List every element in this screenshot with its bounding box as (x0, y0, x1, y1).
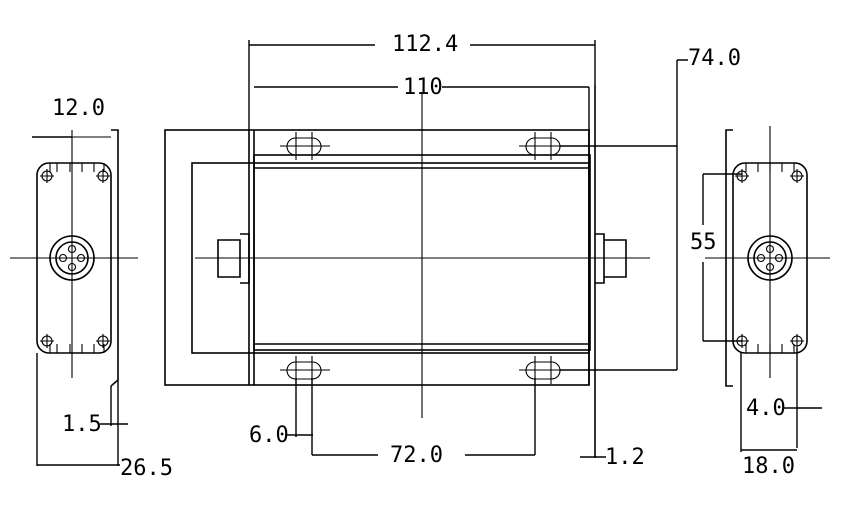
dim-line-72 (312, 378, 536, 456)
dim-label-12: 12.0 (52, 96, 105, 121)
left-centerlines (10, 130, 138, 378)
slot-bottom-left (280, 356, 330, 384)
dim-line-110 (254, 86, 590, 130)
dim-label-112-4: 112.4 (392, 32, 459, 57)
dim-line-26-5 (36, 353, 120, 466)
left-screw-bl (40, 334, 54, 348)
dim-label-72: 72.0 (390, 443, 443, 468)
dim-label-74: 74.0 (688, 46, 741, 71)
right-centerlines (705, 126, 830, 378)
dim-label-6: 6.0 (249, 423, 289, 448)
dim-line-4 (783, 348, 822, 448)
right-side-view (702, 126, 830, 452)
dim-label-1-2: 1.2 (605, 445, 645, 470)
dim-line-1-5 (100, 380, 128, 426)
slot-top-left (280, 132, 330, 160)
dim-line-6 (286, 378, 313, 455)
dim-label-1-5: 1.5 (62, 412, 102, 437)
left-screw-tr (96, 169, 110, 183)
dim-line-55 (702, 173, 742, 342)
dim-label-18: 18.0 (742, 454, 795, 479)
left-screw-tl (40, 169, 54, 183)
dim-label-26-5: 26.5 (120, 456, 173, 481)
dim-label-110: 110 (403, 75, 443, 100)
right-screw-tr (790, 169, 804, 183)
right-screw-tl (735, 169, 749, 183)
dim-label-55: 55 (690, 230, 717, 255)
top-centerlines (195, 92, 650, 418)
left-side-flange (110, 129, 119, 387)
left-screw-br (96, 334, 110, 348)
dim-line-74 (560, 59, 688, 371)
left-bottom-teeth (49, 344, 105, 353)
left-top-teeth (49, 163, 105, 172)
left-side-view (10, 129, 138, 466)
top-view (164, 40, 688, 458)
right-screw-br (790, 334, 804, 348)
dim-line-112-4 (248, 40, 596, 130)
dim-label-4: 4.0 (746, 396, 786, 421)
dim-line-18 (740, 353, 797, 452)
